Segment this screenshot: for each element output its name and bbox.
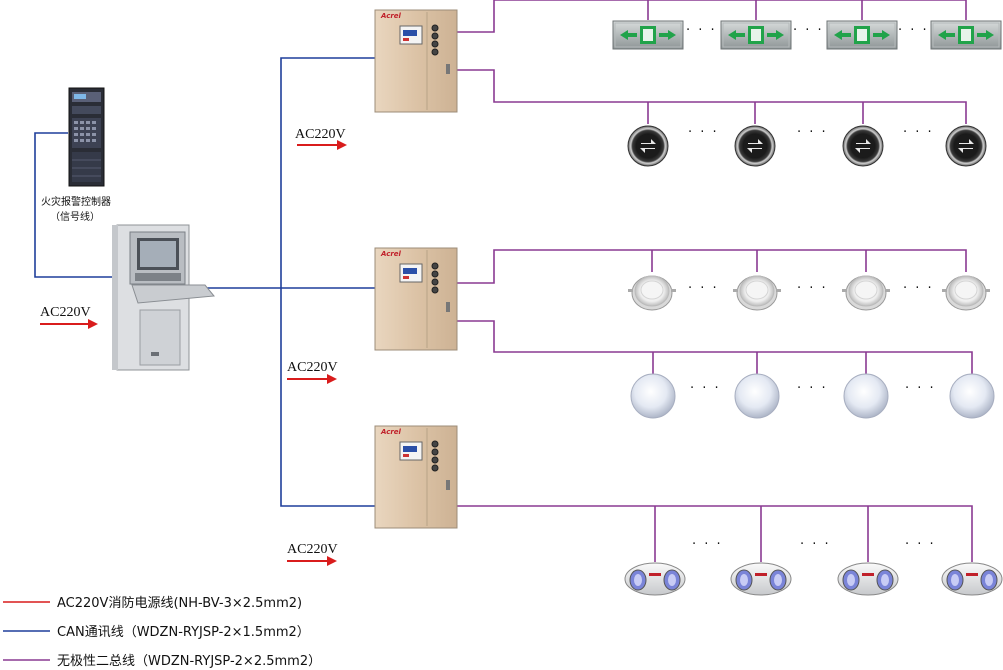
box-power-arrow bbox=[287, 374, 337, 384]
bus-line-direction-signs bbox=[457, 69, 967, 124]
ellipsis: · · · bbox=[905, 381, 936, 396]
alarm-controller-sublabel: （信号线） bbox=[50, 210, 100, 223]
alarm-controller-label: 火灾报警控制器 bbox=[41, 195, 111, 208]
can-trunk-line bbox=[198, 57, 375, 507]
legend-power-label: AC220V消防电源线(NH-BV-3×2.5mm2) bbox=[57, 595, 302, 611]
distribution-box: Acrel bbox=[374, 247, 458, 351]
twin-head-light-icon bbox=[941, 562, 1003, 596]
ellipsis: · · · bbox=[688, 125, 719, 140]
bus-line-ball-lights bbox=[457, 320, 973, 374]
bus-line-exit-signs bbox=[457, 0, 967, 33]
wires bbox=[34, 0, 973, 562]
distribution-box: Acrel bbox=[374, 9, 458, 113]
ball-light-icon bbox=[734, 373, 780, 419]
brand-logo: Acrel bbox=[380, 12, 402, 20]
ellipsis: · · · bbox=[903, 281, 934, 296]
downlight-icon bbox=[942, 275, 990, 311]
bus-drops-direction-signs bbox=[647, 102, 864, 124]
legend-bus-label: 无极性二总线（WDZN-RYJSP-2×2.5mm2） bbox=[57, 654, 321, 669]
direction-arrow-icon bbox=[842, 125, 884, 167]
ellipsis: · · · bbox=[793, 23, 824, 38]
monitoring-host-console: AC220V bbox=[40, 224, 215, 371]
direction-arrow-icon bbox=[945, 125, 987, 167]
ball-light-icon bbox=[949, 373, 995, 419]
bus-line-downlights bbox=[457, 249, 967, 284]
ellipsis: · · · bbox=[903, 125, 934, 140]
ellipsis: · · · bbox=[688, 281, 719, 296]
brand-logo: Acrel bbox=[380, 428, 402, 436]
twin-head-light-icon bbox=[730, 562, 792, 596]
box-power-label: AC220V bbox=[295, 127, 346, 142]
ellipsis: · · · bbox=[905, 537, 936, 552]
bus-drops-ball-lights bbox=[652, 352, 867, 374]
ellipsis: · · · bbox=[797, 281, 828, 296]
downlight-icon bbox=[628, 275, 676, 311]
alarm-signal-line bbox=[34, 132, 112, 278]
ellipsis: · · · bbox=[800, 537, 831, 552]
exit-sign-icon bbox=[612, 20, 684, 50]
bus-drops-exit-signs bbox=[647, 0, 863, 20]
bus-drops-twin-head-lights bbox=[654, 506, 869, 562]
bus-line-twin-head-lights bbox=[457, 505, 973, 562]
downlight-icon bbox=[733, 275, 781, 311]
ellipsis: · · · bbox=[797, 125, 828, 140]
host-power-label: AC220V bbox=[40, 305, 91, 320]
box-power-label: AC220V bbox=[287, 360, 338, 375]
box-power-label: AC220V bbox=[287, 542, 338, 557]
exit-sign-icon bbox=[930, 20, 1002, 50]
ellipsis: · · · bbox=[898, 23, 929, 38]
ball-light-icon bbox=[843, 373, 889, 419]
bus-drops-downlights bbox=[651, 250, 867, 272]
ball-light-icon bbox=[630, 373, 676, 419]
twin-head-light-icon bbox=[837, 562, 899, 596]
legend: AC220V消防电源线(NH-BV-3×2.5mm2) CAN通讯线（WDZN-… bbox=[3, 595, 321, 669]
exit-sign-icon bbox=[720, 20, 792, 50]
ellipsis: · · · bbox=[692, 537, 723, 552]
legend-can-label: CAN通讯线（WDZN-RYJSP-2×1.5mm2） bbox=[57, 625, 310, 640]
host-power-arrow bbox=[40, 319, 98, 329]
ellipsis: · · · bbox=[797, 381, 828, 396]
twin-head-light-icon bbox=[624, 562, 686, 596]
brand-logo: Acrel bbox=[380, 250, 402, 258]
distribution-box: Acrel bbox=[374, 425, 458, 529]
direction-arrow-icon bbox=[627, 125, 669, 167]
box-power-arrow bbox=[297, 140, 347, 150]
direction-arrow-icon bbox=[734, 125, 776, 167]
fire-alarm-controller: 火灾报警控制器 （信号线） bbox=[41, 87, 111, 223]
ellipsis: · · · bbox=[690, 381, 721, 396]
ellipsis: · · · bbox=[686, 23, 717, 38]
exit-sign-icon bbox=[826, 20, 898, 50]
box-power-arrow bbox=[287, 556, 337, 566]
downlight-icon bbox=[842, 275, 890, 311]
